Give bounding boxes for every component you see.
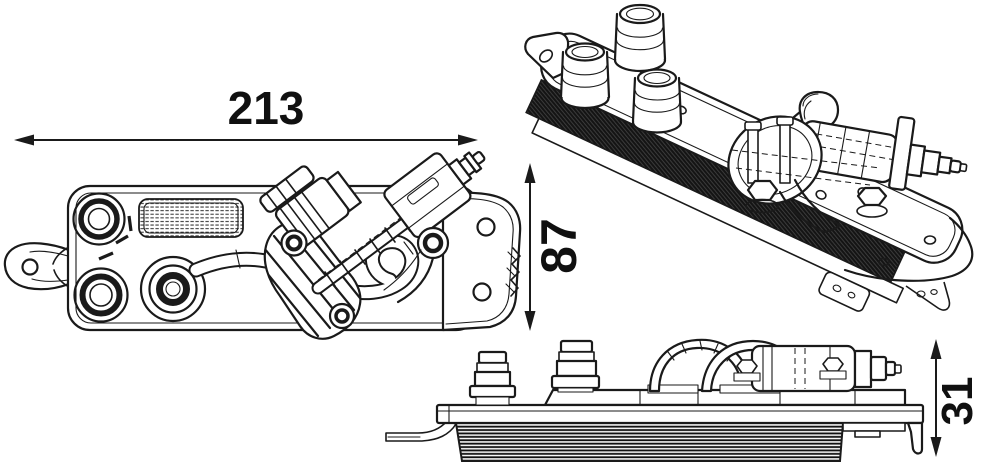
front-thermostat-assembly (259, 150, 486, 340)
dimension-thickness-label: 31 (933, 377, 982, 426)
dimension-height: 87 (524, 163, 587, 331)
side-view (385, 338, 925, 462)
front-view (3, 150, 522, 340)
side-thermostat-assembly (647, 338, 902, 394)
side-core (454, 422, 845, 462)
side-port-middle (550, 339, 601, 393)
front-dash-marks (98, 215, 133, 261)
iso-base-plate (843, 216, 974, 311)
dimension-thickness: 31 (930, 339, 982, 457)
front-port-bottom-left (73, 267, 129, 323)
side-bracket-left (385, 420, 457, 442)
isometric-view (524, 3, 974, 312)
front-mounting-tab (3, 242, 71, 291)
iso-thermostat-assembly (727, 90, 968, 234)
iso-port-c (631, 68, 683, 134)
front-port-middle (148, 264, 198, 314)
iso-port-b (613, 3, 667, 73)
front-port-top-left (72, 192, 126, 246)
dimension-length: 213 (14, 82, 478, 146)
dimension-height-label: 87 (531, 218, 587, 274)
iso-port-a (559, 42, 611, 110)
side-main-plate (435, 403, 925, 425)
front-mounting-plate-right (441, 191, 522, 332)
side-port-left (468, 350, 517, 406)
iso-mounting-tab (524, 31, 570, 80)
front-label-patch (138, 198, 244, 238)
dimension-length-label: 213 (228, 82, 305, 134)
side-bracket-right (842, 421, 924, 455)
